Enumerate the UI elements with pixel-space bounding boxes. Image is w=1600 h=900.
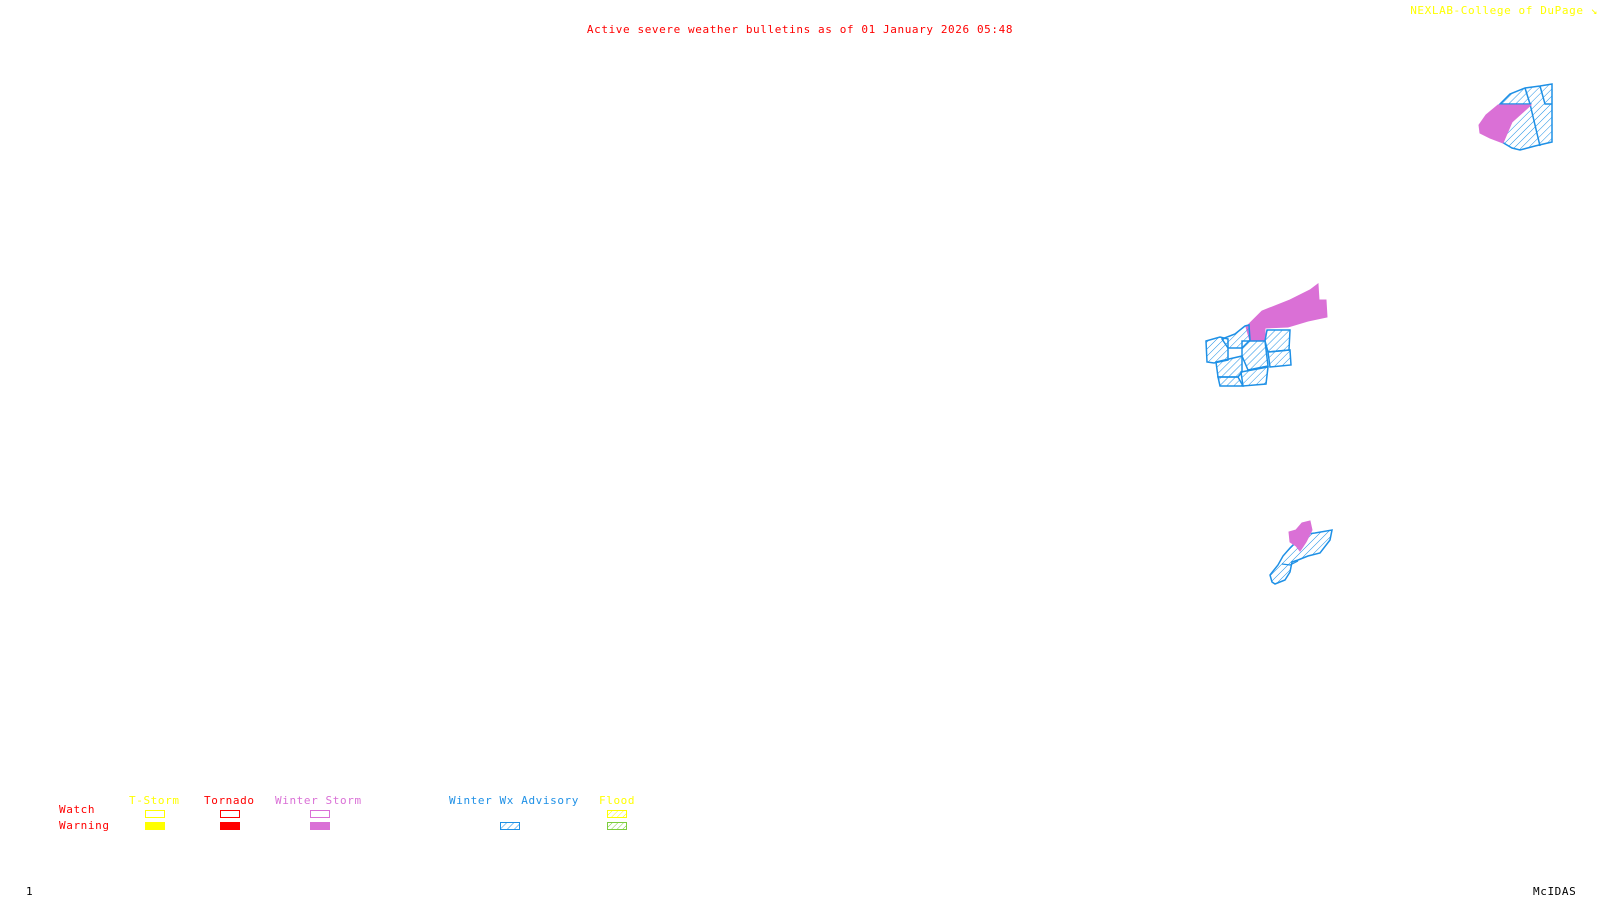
legend-header-tstorm: T-Storm [129,794,180,807]
swatch-flood-watch [607,810,627,818]
frame-number: 1 [26,885,34,898]
winter-storm-warning-area [1478,104,1533,144]
advisory-boundary [1539,85,1552,105]
swatch-tornado-watch [220,810,240,818]
region-appalachian [1269,520,1333,585]
legend-header-tornado: Tornado [204,794,255,807]
legend-header-winter-storm: Winter Storm [275,794,362,807]
winter-storm-warning-area [1288,520,1313,552]
page-title: Active severe weather bulletins as of 01… [586,23,1014,36]
mcidas-label: McIDAS [1533,885,1577,898]
legend-header-winter-wx-advisory: Winter Wx Advisory [449,794,580,807]
swatch-winter-storm-watch [310,810,330,818]
legend-row-warning: Warning [59,819,110,832]
swatch-tornado-warning [220,822,240,830]
swatch-winter-wx-advisory [500,822,520,830]
legend-header-flood: Flood [599,794,636,807]
advisory-boundary [1281,560,1299,566]
region-northeast [1478,83,1553,151]
advisory-boundary [1524,87,1541,147]
swatch-flood-warning [607,822,627,830]
legend-row-watch: Watch [59,803,96,816]
advisory-area [1269,529,1333,585]
region-great-lakes [1205,283,1328,387]
source-credit: NEXLAB-College of DuPage ↘ [1410,4,1598,17]
swatch-winter-storm-warning [310,822,330,830]
advisory-counties [1205,324,1292,387]
swatch-tstorm-warning [145,822,165,830]
swatch-tstorm-watch [145,810,165,818]
